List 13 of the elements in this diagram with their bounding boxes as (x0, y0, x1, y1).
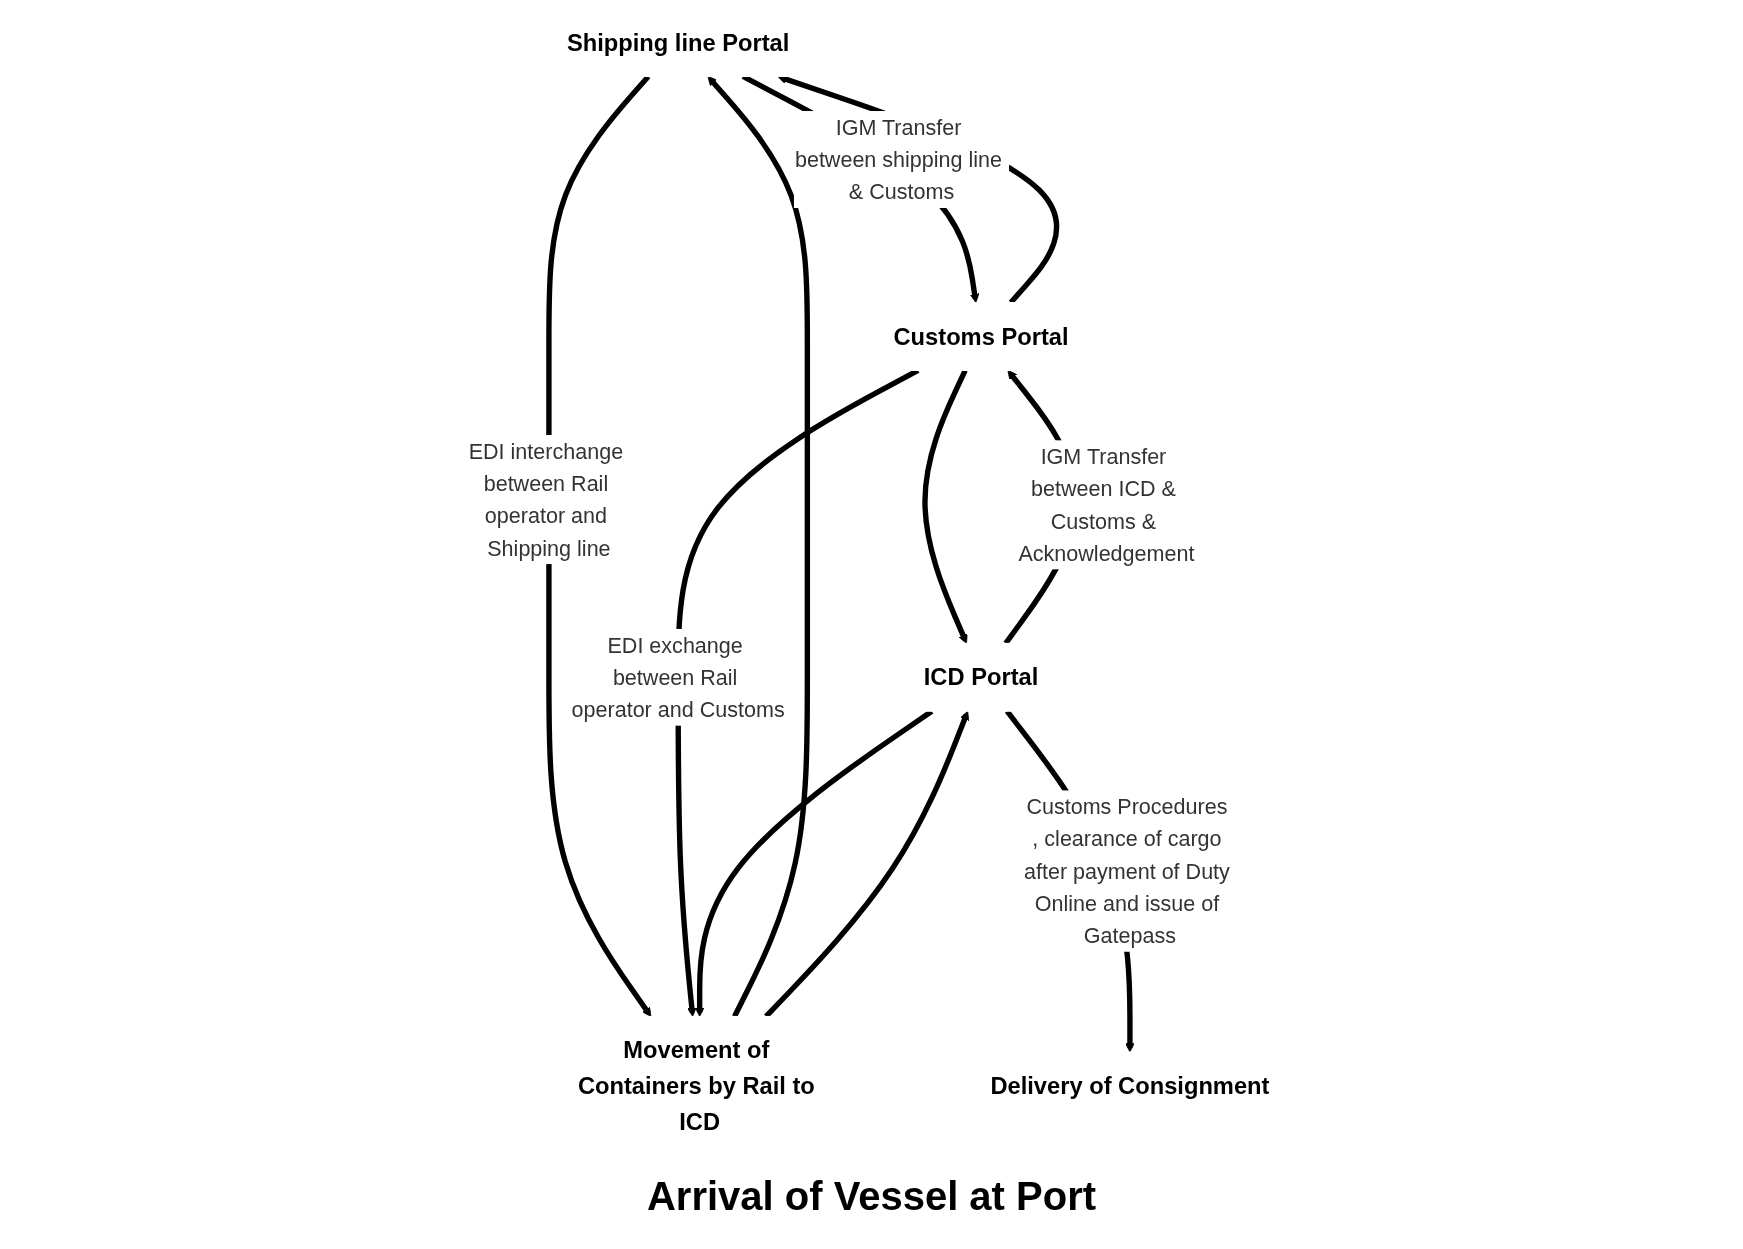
node-text: Movement of Containers by Rail to ICD (577, 1036, 815, 1135)
edge-label: IGM Transfer between shipping line & Customs (794, 115, 1003, 204)
edge-label: Customs Procedures , clearance of cargo after payment of Duty Online and issue of Gatepass (1023, 794, 1230, 948)
edge-label: EDI interchange between Rail operator and Shipping line (468, 439, 624, 560)
edge-label: IGM Transfer between ICD & Customs & Acknowledgement (1018, 444, 1195, 566)
arrow (922, 369, 968, 644)
node-text: Customs Portal (893, 323, 1069, 350)
arrow (707, 76, 811, 1018)
edge-label: EDI exchange between Rail operator and Customs (571, 633, 785, 722)
caption: Arrival of Vessel at Port (646, 1174, 1097, 1219)
node-text: ICD Portal (923, 663, 1039, 691)
node-text: Delivery of Consignment (990, 1072, 1270, 1100)
node-text: Shipping line Portal (566, 29, 790, 56)
